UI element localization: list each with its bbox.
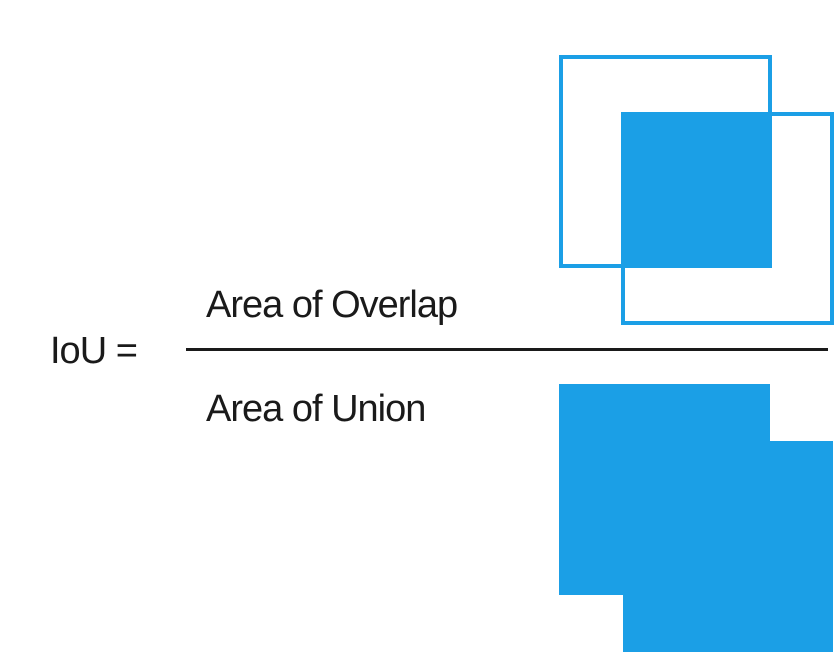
denominator-label: Area of Union (206, 388, 426, 430)
overlap-fill (623, 114, 770, 266)
iou-label: IoU = (50, 330, 138, 372)
union-fill (559, 384, 833, 652)
numerator-label: Area of Overlap (206, 284, 458, 326)
fraction-bar (186, 348, 828, 351)
box-a-outline (559, 55, 772, 268)
box-b-outline (621, 112, 834, 325)
